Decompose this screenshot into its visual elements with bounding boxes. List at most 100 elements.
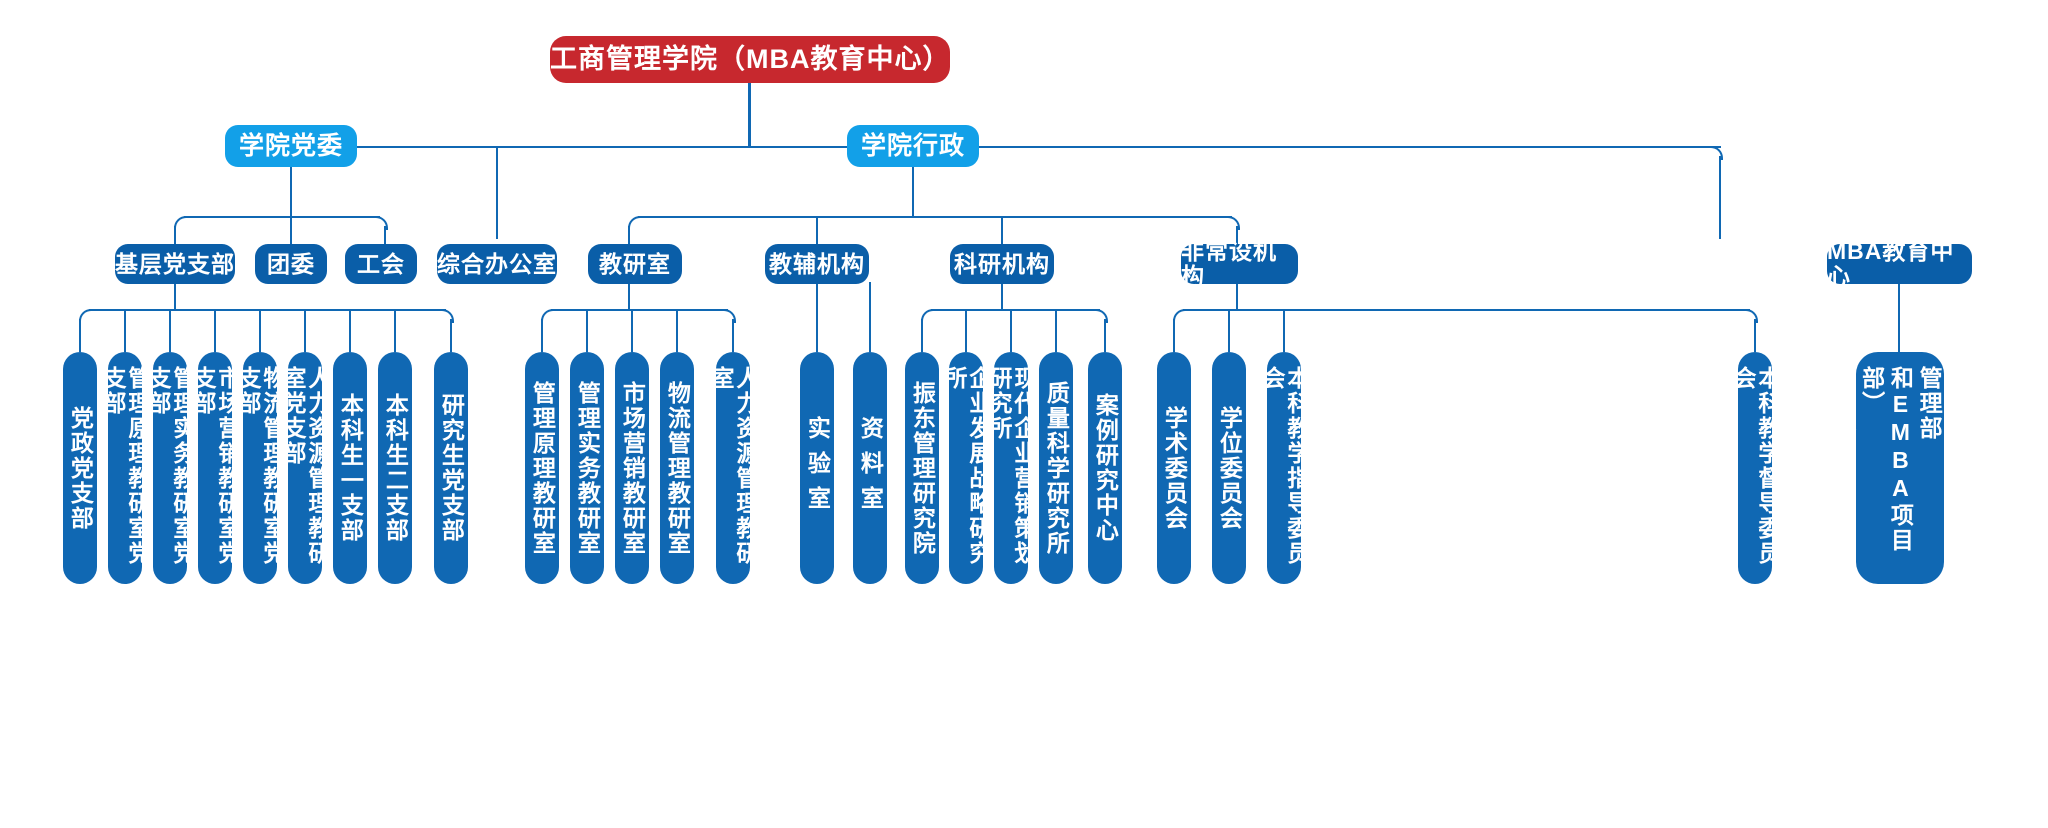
connector-office-drop-2 (586, 309, 588, 352)
leaf-research-unit-3[interactable]: 现代企业营销策划研究所 (986, 352, 1037, 584)
leaf-party-branch-4[interactable]: 市场营销教研室党支部 (190, 352, 241, 584)
leaf-adhoc-unit-1[interactable]: 学术委员会 (1157, 352, 1191, 584)
connector-office-stem-2 (628, 282, 630, 310)
root-node[interactable]: 工商管理学院（MBA教育中心） (550, 36, 950, 83)
level3-node-labor-union[interactable]: 工会 (345, 244, 417, 284)
connector-adhoc-bus (1183, 309, 1750, 311)
connector-research-drop-2 (965, 309, 967, 352)
leaf-adhoc-unit-2[interactable]: 学位委员会 (1212, 352, 1246, 584)
connector-research-drop-4 (1055, 309, 1057, 352)
leaf-teaching-office-3[interactable]: 市场营销教研室 (615, 352, 649, 584)
connector-to-feichangshe (1236, 226, 1238, 246)
connector-adhoc-stem (1236, 282, 1238, 310)
leaf-party-branch-5[interactable]: 物流管理教研室党支部 (235, 352, 286, 584)
connector-branch-drop-1 (79, 319, 81, 352)
connector-adhoc-bus-left-corner (1173, 309, 1187, 323)
connector-branch-drop-5 (259, 309, 261, 352)
connector-office-drop-1 (541, 319, 543, 352)
connector-root-stem (748, 82, 751, 147)
connector-branch-drop-8 (394, 309, 396, 352)
connector-party-children-bus (184, 216, 380, 218)
leaf-teaching-office-4[interactable]: 物流管理教研室 (660, 352, 694, 584)
connector-research-drop-5 (1104, 319, 1106, 352)
connector-mba-leaf-stem (1898, 282, 1900, 352)
leaf-support-unit-1[interactable]: 实验室 (800, 352, 834, 584)
leaf-mba-office[interactable]: （教学管理部学生管理部 和EMBA项目部） 办 公 室 (1830, 352, 1971, 584)
connector-research-drop-3 (1010, 309, 1012, 352)
connector-branch-stem (174, 282, 176, 310)
level3-node-adhoc-units[interactable]: 非常设机构 (1181, 239, 1298, 288)
connector-research-bus-left-corner (921, 309, 935, 323)
leaf-teaching-office-2[interactable]: 管理实务教研室 (570, 352, 604, 584)
connector-to-jiaoyanshi (628, 226, 630, 246)
level3-node-research-units[interactable]: 科研机构 (950, 244, 1054, 284)
level2-node-administration[interactable]: 学院行政 (847, 125, 979, 167)
connector-mba-rail-h (1643, 146, 1721, 148)
connector-to-tuanwei (290, 216, 292, 246)
leaf-support-unit-2[interactable]: 资料室 (853, 352, 887, 584)
leaf-party-branch-2[interactable]: 管理原理教研室党支部 (100, 352, 151, 584)
connector-mba-rail-v (1719, 156, 1721, 239)
connector-branch-bus-left-corner (79, 309, 93, 323)
leaf-teaching-office-1[interactable]: 管理原理教研室 (525, 352, 559, 584)
leaf-party-branch-3[interactable]: 管理实务教研室党支部 (145, 352, 196, 584)
level3-node-support-units[interactable]: 教辅机构 (765, 244, 869, 284)
connector-adhoc-drop-4 (1754, 319, 1756, 352)
connector-research-drop-1 (921, 319, 923, 352)
connector-office-bus-left-corner (541, 309, 555, 323)
leaf-party-branch-1[interactable]: 党政党支部 (63, 352, 97, 584)
connector-party-bus-left-corner (174, 216, 188, 230)
connector-office-drop-5 (732, 319, 734, 352)
connector-admin-bus-left-corner (628, 216, 642, 230)
connector-adhoc-drop-1 (1173, 319, 1175, 352)
connector-branch-drop-4 (214, 309, 216, 352)
connector-research-bus (931, 309, 1100, 311)
connector-support-stem (816, 282, 818, 352)
connector-to-jicengdangzhibu (174, 226, 176, 246)
leaf-research-unit-4[interactable]: 质量科学研究所 (1039, 352, 1073, 584)
connector-branch-bus (89, 309, 446, 311)
leaf-party-branch-9[interactable]: 研究生党支部 (434, 352, 468, 584)
connector-adhoc-drop-2 (1228, 309, 1230, 352)
leaf-teaching-office-5[interactable]: 人力资源管理教研室 (708, 352, 759, 584)
leaf-research-unit-1[interactable]: 振东管理研究院 (905, 352, 939, 584)
connector-to-jiaofujigou (816, 216, 818, 246)
level2-node-party-committee[interactable]: 学院党委 (225, 125, 357, 167)
connector-office-bus (551, 309, 728, 311)
connector-party-bus-right-corner (374, 216, 388, 230)
connector-level2-bus (355, 146, 1645, 148)
level3-node-teaching-offices[interactable]: 教研室 (588, 244, 682, 284)
connector-branch-drop-7 (349, 309, 351, 352)
leaf-party-branch-7[interactable]: 本科生一支部 (333, 352, 367, 584)
leaf-party-branch-6[interactable]: 人力资源管理教研室党支部 (280, 352, 331, 584)
connector-admin-stem (912, 167, 914, 217)
leaf-adhoc-unit-4[interactable]: 本科教学督导委员会 (1730, 352, 1781, 584)
connector-branch-bus-right-corner (440, 309, 454, 323)
connector-to-gonghui (384, 226, 386, 246)
connector-mba-corner (1709, 146, 1723, 160)
leaf-adhoc-unit-3[interactable]: 本科教学指导委员会 (1259, 352, 1310, 584)
connector-research-bus-right-corner (1094, 309, 1108, 323)
connector-office-drop-4 (676, 309, 678, 352)
connector-branch-drop-6 (304, 309, 306, 352)
level3-node-mba-center[interactable]: MBA教育中心 (1827, 239, 1972, 288)
connector-branch-drop-9 (450, 319, 452, 352)
connector-branch-drop-2 (124, 309, 126, 352)
level3-node-general-office[interactable]: 综合办公室 (437, 244, 557, 284)
connector-branch-drop-3 (169, 309, 171, 352)
leaf-research-unit-2[interactable]: 企业发展战略研究所 (941, 352, 992, 584)
connector-adhoc-bus-right-corner (1744, 309, 1758, 323)
connector-research-stem (1001, 282, 1003, 310)
level3-node-party-branches[interactable]: 基层党支部 (115, 244, 235, 284)
connector-adhoc-drop-3 (1283, 309, 1285, 352)
connector-admin-children-bus (638, 216, 1232, 218)
connector-support-stem-2 (869, 282, 871, 352)
leaf-party-branch-8[interactable]: 本科生二支部 (378, 352, 412, 584)
connector-to-keyanjigou (1001, 216, 1003, 246)
connector-office-drop-3 (631, 309, 633, 352)
level3-node-youth-league[interactable]: 团委 (255, 244, 327, 284)
leaf-research-unit-5[interactable]: 案例研究中心 (1088, 352, 1122, 584)
connector-admin-bus-right-corner (1226, 216, 1240, 230)
connector-office-stem (496, 146, 498, 239)
